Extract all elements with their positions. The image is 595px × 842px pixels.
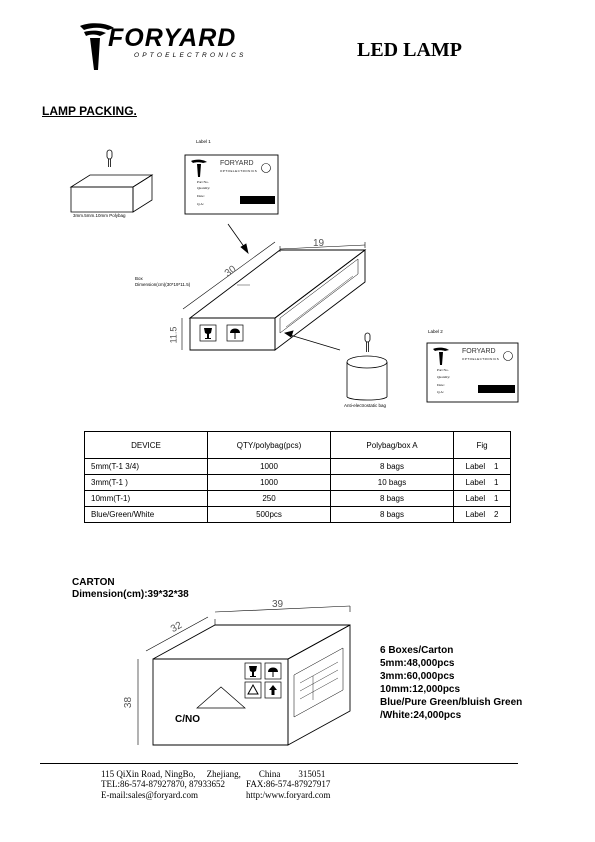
carton-title: CARTON [72, 577, 115, 588]
table-row: 5mm(T-1 3/4) 1000 8 bags Label 1 [84, 458, 511, 475]
box-dimension-lines [181, 241, 366, 350]
label2-card [426, 342, 519, 403]
header-fig: Fig [453, 431, 511, 459]
fragile-glass-icon [204, 328, 212, 339]
polybag-caption: 3mm.5mm.10mm Polybag [73, 213, 126, 218]
label2-brand: FORYARD [462, 348, 496, 355]
carton-info-line: 3mm:60,000pcs [380, 671, 455, 682]
carton-info-line: 6 Boxes/Carton [380, 645, 454, 656]
carton-info-line: 10mm:12,000pcs [380, 684, 461, 695]
label1-field-qty: Quantity: [197, 186, 211, 190]
this-side-up-icon [269, 685, 277, 695]
umbrella-icon [268, 667, 278, 677]
label2-barcode-icon [478, 385, 515, 393]
label1-caption: Label 1 [196, 139, 211, 144]
polybag-icon [69, 174, 154, 213]
table-header-row: DEVICE QTY/polybag(pcs) Polybag/box A Fi… [84, 431, 511, 459]
cell-fig: Label 2 [453, 506, 511, 523]
carton-box-icon [152, 624, 351, 746]
brand-name: FORYARD [108, 24, 237, 52]
cell-device: Blue/Green/White [84, 506, 208, 523]
bag-caption: Anti-electrostatic bag [344, 403, 387, 408]
table-row: 3mm(T-1 ) 1000 10 bags Label 1 [84, 474, 511, 491]
label1-sub: OPTOELECTRONICS [220, 169, 258, 173]
packing-table: DEVICE QTY/polybag(pcs) Polybag/box A Fi… [84, 431, 511, 523]
footer-address: 115 QiXin Road, NingBo, Zhejiang, China … [101, 769, 326, 779]
box-dimension: Dimension(cm)(30*19*11.5) [135, 282, 191, 287]
section-title: LAMP PACKING. [42, 104, 137, 118]
brand-subtitle: OPTOELECTRONICS [134, 52, 247, 59]
carton-dim-38: 38 [123, 696, 135, 709]
dim-19: 19 [313, 238, 325, 249]
label2-caption: Label 2 [428, 329, 443, 334]
label1-field-qa: Q.A: [197, 202, 204, 206]
carton-info: 6 Boxes/Carton 5mm:48,000pcs 3mm:60,000p… [380, 644, 522, 722]
footer-website: http:/www.foryard.com [246, 790, 331, 800]
brand-logo: FORYARD OPTOELECTRONICS [78, 20, 268, 72]
carton-info-line: /White:24,000pcs [380, 710, 462, 721]
recycle-icon [247, 683, 259, 695]
footer-divider [40, 763, 518, 764]
carton-dimension-lines [137, 605, 351, 745]
table-row: 10mm(T-1) 250 8 bags Label 1 [84, 490, 511, 507]
fragile-glass-icon [249, 666, 257, 677]
label1-brand: FORYARD [220, 160, 254, 167]
label2-field-qa: Q.A: [437, 390, 444, 394]
logo-mark-icon [80, 23, 114, 70]
label1-field-date: Date: [197, 194, 205, 198]
table-row: Blue/Green/White 500pcs 8 bags Label 2 [84, 506, 511, 523]
cell-qty: 500pcs [207, 506, 331, 523]
carton-info-line: Blue/Pure Green/bluish Green [380, 697, 523, 708]
footer-tel: TEL:86-574-87927870, 87933652 [101, 779, 225, 789]
anti-static-bag-icon [346, 355, 388, 401]
footer-fax: FAX:86-574-87927917 [246, 779, 331, 789]
carton-info-line: 5mm:48,000pcs [380, 658, 455, 669]
label2-field-qty: Quantity: [437, 375, 451, 379]
box-icon [188, 249, 367, 351]
label1-barcode-icon [240, 196, 275, 204]
label2-field-date: Date: [437, 383, 445, 387]
carton-dim-39: 39 [272, 599, 284, 610]
carton-dimension: Dimension(cm):39*32*38 [72, 589, 189, 600]
arrow-label1-icon [227, 223, 249, 255]
carton-number: C/NO [175, 714, 200, 725]
page-title: LED LAMP [357, 39, 462, 61]
label1-field-part: Part No. [197, 180, 209, 184]
umbrella-icon [230, 328, 240, 339]
label2-sub: OPTOELECTRONICS [462, 357, 500, 361]
label1-card [184, 154, 279, 215]
label2-field-part: Part No. [437, 368, 449, 372]
box-caption: Box [135, 276, 143, 281]
led-icon [364, 332, 371, 352]
arrow-bag-icon [284, 330, 341, 351]
led-icon [106, 149, 113, 167]
lamp-packing-diagram [69, 149, 519, 403]
footer-email: E-mail:sales@foryard.com [101, 790, 199, 800]
header-device: DEVICE [84, 431, 208, 459]
